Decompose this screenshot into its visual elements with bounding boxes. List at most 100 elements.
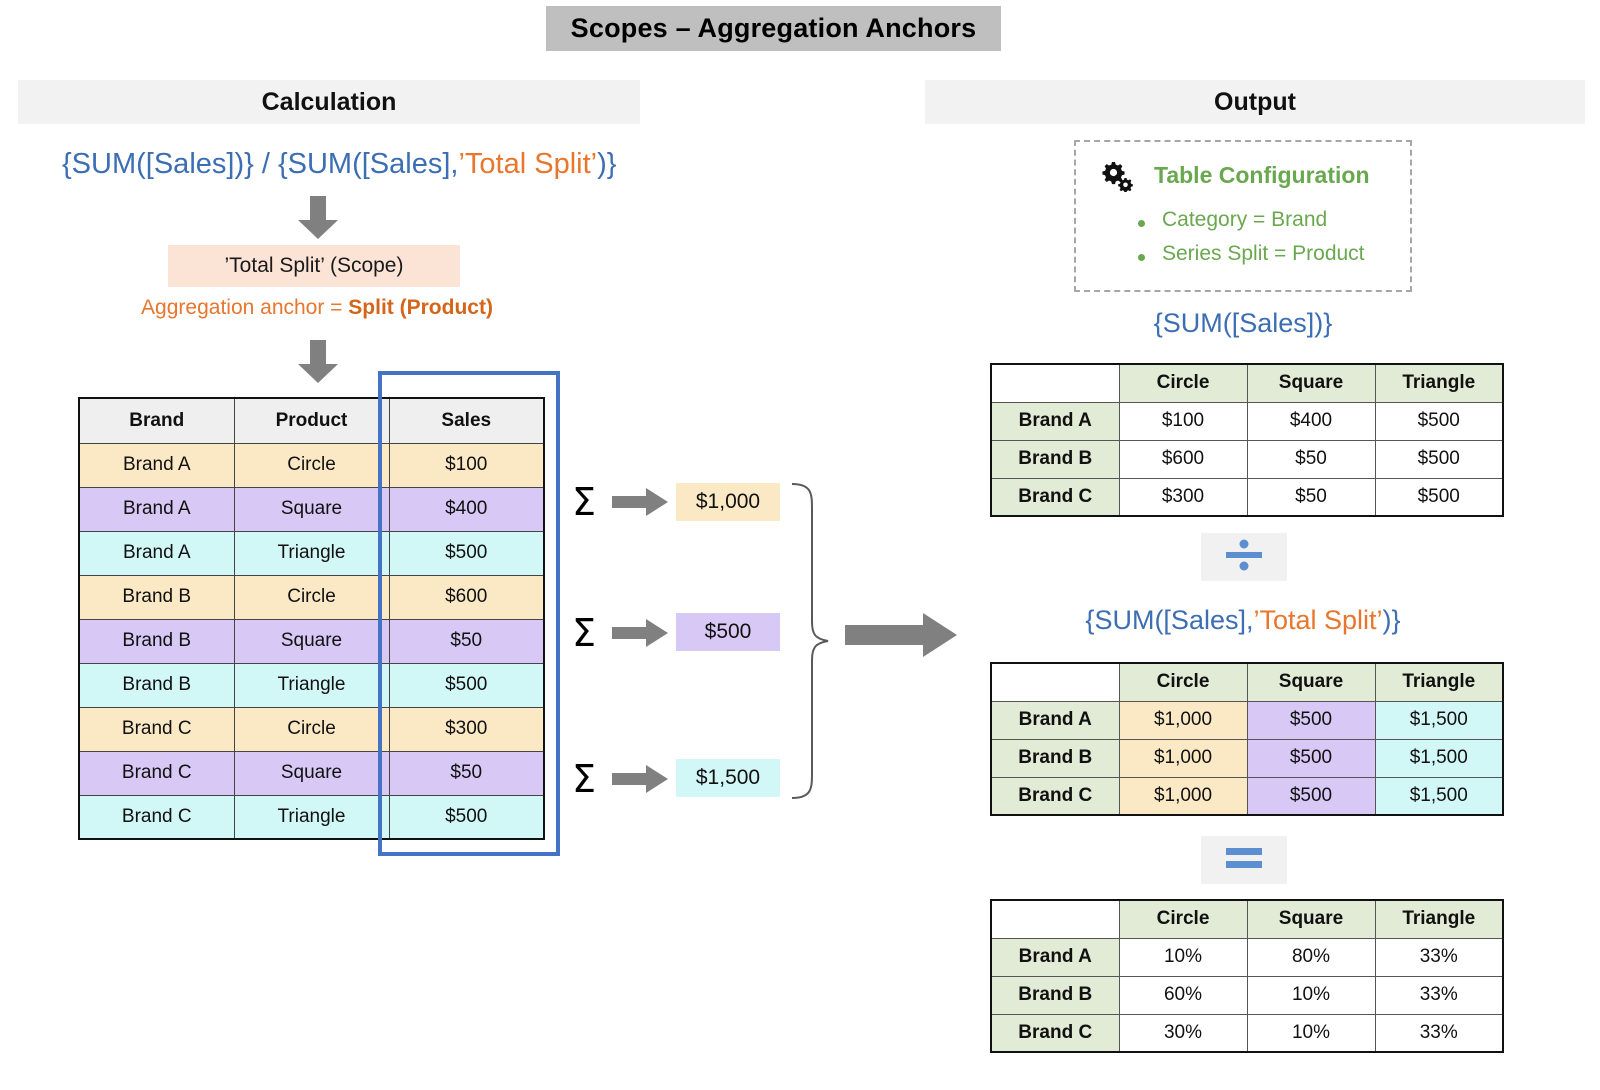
value-cell: $1,500 bbox=[1374, 700, 1504, 740]
divide-operator-box bbox=[1201, 533, 1287, 581]
row-header: Brand A bbox=[990, 700, 1120, 740]
row-header: Brand C bbox=[990, 1013, 1120, 1053]
section-header-output: Output bbox=[925, 80, 1585, 124]
sales-cell: $600 bbox=[388, 574, 545, 620]
sum-chip-square: $500 bbox=[676, 613, 780, 651]
column-header-square: Square bbox=[1246, 662, 1376, 702]
brand-cell: Brand C bbox=[78, 750, 235, 796]
value-cell: $500 bbox=[1374, 401, 1504, 441]
table-row: Brand C$1,000$500$1,500 bbox=[990, 776, 1504, 816]
bullet-icon-2 bbox=[1138, 254, 1145, 261]
product-cell: Circle bbox=[233, 442, 390, 488]
product-cell: Circle bbox=[233, 706, 390, 752]
sigma-icon-circle: Σ bbox=[572, 480, 597, 524]
value-cell: 30% bbox=[1118, 1013, 1248, 1053]
output-table-sum-scoped: Circle Square Triangle Brand A$1,000$500… bbox=[990, 662, 1504, 816]
product-cell: Triangle bbox=[233, 662, 390, 708]
config-title: Table Configuration bbox=[1154, 162, 1370, 188]
row-header: Brand C bbox=[990, 477, 1120, 517]
column-header-triangle: Triangle bbox=[1374, 662, 1504, 702]
table-row: Brand C$300$50$500 bbox=[990, 477, 1504, 517]
arrow-to-output bbox=[845, 613, 957, 662]
brand-cell: Brand C bbox=[78, 794, 235, 840]
value-cell: $1,500 bbox=[1374, 776, 1504, 816]
value-cell: 60% bbox=[1118, 975, 1248, 1015]
scope-box: ’Total Split’ (Scope) bbox=[168, 245, 460, 287]
brand-cell: Brand A bbox=[78, 442, 235, 488]
scope-box-label: ’Total Split’ (Scope) bbox=[224, 254, 404, 277]
sum-chip-triangle: $1,500 bbox=[676, 759, 780, 797]
table-configuration-box: Table Configuration Category = Brand Ser… bbox=[1074, 140, 1412, 292]
column-header-brand: Brand bbox=[78, 397, 235, 444]
divide-icon bbox=[1221, 539, 1267, 576]
table-row: Brand A$100$400$500 bbox=[990, 401, 1504, 441]
value-cell: $1,500 bbox=[1374, 738, 1504, 778]
sigma-icon-triangle: Σ bbox=[572, 757, 597, 801]
row-header: Brand A bbox=[990, 937, 1120, 977]
product-cell: Square bbox=[233, 618, 390, 664]
table-header-row: Circle Square Triangle bbox=[991, 899, 1504, 939]
brand-cell: Brand B bbox=[78, 662, 235, 708]
brand-cell: Brand A bbox=[78, 486, 235, 532]
column-header-triangle: Triangle bbox=[1374, 363, 1504, 403]
page-title: Scopes – Aggregation Anchors bbox=[570, 13, 977, 43]
column-header-product: Product bbox=[233, 397, 390, 444]
right-arrow-triangle bbox=[612, 765, 668, 798]
section-label-calculation: Calculation bbox=[261, 87, 397, 116]
sales-cell: $300 bbox=[388, 706, 545, 752]
bullet-icon-1 bbox=[1138, 220, 1145, 227]
value-cell: $500 bbox=[1374, 477, 1504, 517]
value-cell: 10% bbox=[1246, 975, 1376, 1015]
product-cell: Triangle bbox=[233, 794, 390, 840]
value-cell: $500 bbox=[1246, 700, 1376, 740]
output-formula-2-part-1: {SUM([Sales], bbox=[1085, 605, 1254, 635]
down-arrow-to-scope bbox=[296, 196, 340, 240]
config-item-series-split: Series Split = Product bbox=[1162, 242, 1365, 265]
table-header-row: Circle Square Triangle bbox=[991, 363, 1504, 403]
value-cell: $100 bbox=[1118, 401, 1248, 441]
value-cell: 80% bbox=[1246, 937, 1376, 977]
section-label-output: Output bbox=[1214, 87, 1296, 116]
config-item-category: Category = Brand bbox=[1162, 208, 1328, 231]
column-header-square: Square bbox=[1246, 899, 1376, 939]
table-row: Brand A$1,000$500$1,500 bbox=[990, 700, 1504, 740]
column-header-triangle: Triangle bbox=[1374, 899, 1504, 939]
value-cell: $50 bbox=[1246, 477, 1376, 517]
right-arrow-circle bbox=[612, 488, 668, 521]
down-arrow-to-table bbox=[296, 340, 340, 384]
table-header-row: Brand Product Sales bbox=[78, 397, 545, 444]
value-cell: $600 bbox=[1118, 439, 1248, 479]
sum-chip-circle: $1,000 bbox=[676, 483, 780, 521]
output-formula-sum: {SUM([Sales])} bbox=[913, 308, 1573, 339]
output-formula-sum-scoped: {SUM([Sales],’Total Split’)} bbox=[913, 605, 1573, 636]
value-cell: 10% bbox=[1118, 937, 1248, 977]
column-header-square: Square bbox=[1246, 363, 1376, 403]
value-cell: $500 bbox=[1246, 738, 1376, 778]
table-row: Brand B$600$50$500 bbox=[990, 439, 1504, 479]
section-header-calculation: Calculation bbox=[18, 80, 640, 124]
formula-part-1: {SUM([Sales])} / {SUM([Sales], bbox=[62, 148, 459, 180]
product-cell: Triangle bbox=[233, 530, 390, 576]
table-header-row: Circle Square Triangle bbox=[991, 662, 1504, 702]
main-formula: {SUM([Sales])} / {SUM([Sales],’Total Spl… bbox=[62, 148, 616, 181]
output-formula-1-text: {SUM([Sales])} bbox=[1153, 308, 1333, 338]
row-header: Brand B bbox=[990, 738, 1120, 778]
brand-cell: Brand A bbox=[78, 530, 235, 576]
formula-part-2: )} bbox=[597, 148, 617, 180]
value-cell: $1,000 bbox=[1118, 738, 1248, 778]
column-header-circle: Circle bbox=[1118, 662, 1248, 702]
value-cell: 33% bbox=[1374, 937, 1504, 977]
value-cell: 10% bbox=[1246, 1013, 1376, 1053]
value-cell: $1,000 bbox=[1118, 776, 1248, 816]
